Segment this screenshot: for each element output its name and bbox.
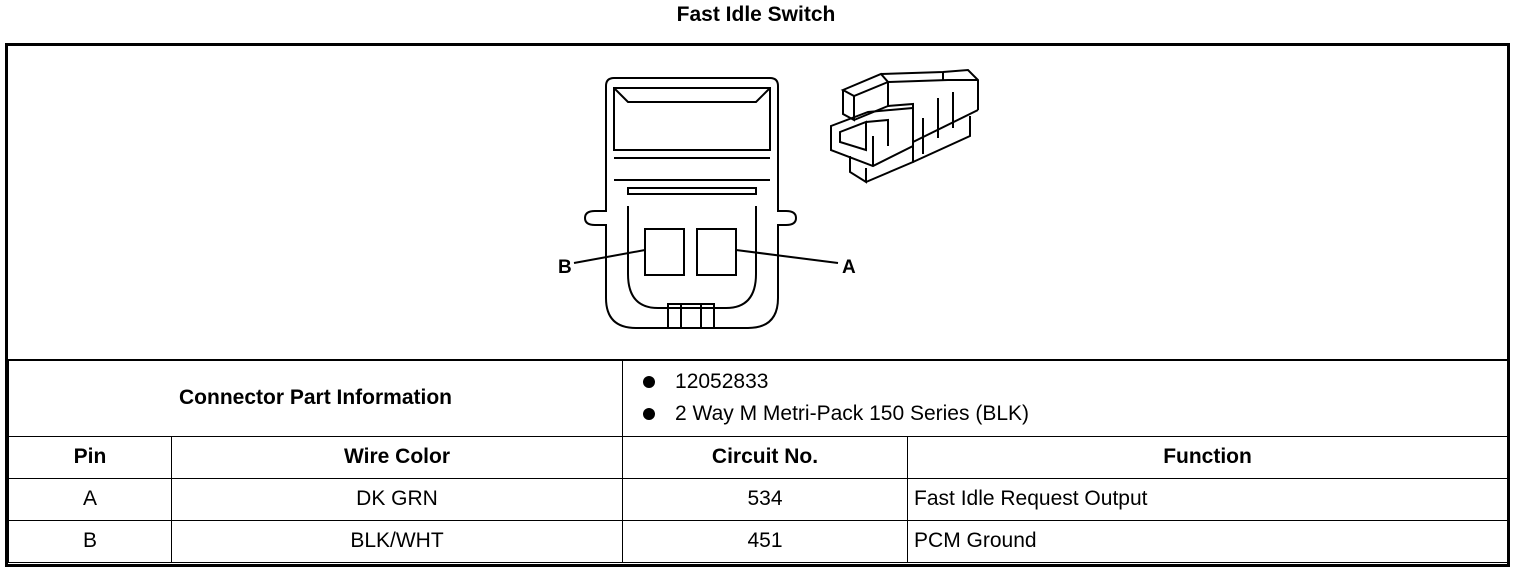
table-row: B BLK/WHT 451 PCM Ground [8,519,1509,563]
circuit-number-cell: 534 [622,477,909,521]
wire-color-cell: DK GRN [170,477,624,521]
header-wire-color: Wire Color [170,435,624,479]
connector-face-diagram: B A [558,68,979,329]
pin-cell: A [8,477,172,521]
pin-a-leader [735,249,839,264]
pin-a-cavity [696,228,737,276]
connector-part-label: Connector Part Information [7,359,624,437]
function-cell: Fast Idle Request Output [907,477,1509,521]
table-header-row: Pin Wire Color Circuit No. Function [8,435,1509,479]
connector-image-area: B A [8,46,1507,359]
header-circuit-no: Circuit No. [622,435,909,479]
connector-pin-table: Connector Part Information 12052833 2 Wa… [7,359,1509,563]
connector-series: 2 Way M Metri-Pack 150 Series (BLK) [675,402,1030,426]
part-number: 12052833 [675,370,769,394]
bullet-icon [643,408,656,421]
pin-cell: B [8,519,172,563]
table-row: A DK GRN 534 Fast Idle Request Output [8,477,1509,521]
diagram-title: Fast Idle Switch [676,3,836,26]
pin-b-leader [573,249,646,264]
connector-key [667,303,715,329]
connector-frame: B A [5,43,1510,567]
function-cell: PCM Ground [907,519,1509,563]
list-item: 12052833 [643,366,1507,398]
connector-part-list: 12052833 2 Way M Metri-Pack 150 Series (… [623,366,1507,430]
connector-cavity [627,206,757,309]
circuit-number-cell: 451 [622,519,909,563]
pin-b-label: B [558,257,572,278]
wire-color-cell: BLK/WHT [170,519,624,563]
pin-b-cavity [644,228,685,276]
connector-outline [583,77,798,329]
list-item: 2 Way M Metri-Pack 150 Series (BLK) [643,398,1507,430]
header-function: Function [907,435,1509,479]
pin-a-label: A [842,257,856,278]
bullet-icon [643,376,656,389]
connector-info-row: Connector Part Information 12052833 2 Wa… [7,359,1509,437]
connector-latch [613,87,771,151]
connector-isometric-illustration [830,68,979,184]
connector-part-details: 12052833 2 Way M Metri-Pack 150 Series (… [622,359,1509,437]
header-pin: Pin [8,435,172,479]
